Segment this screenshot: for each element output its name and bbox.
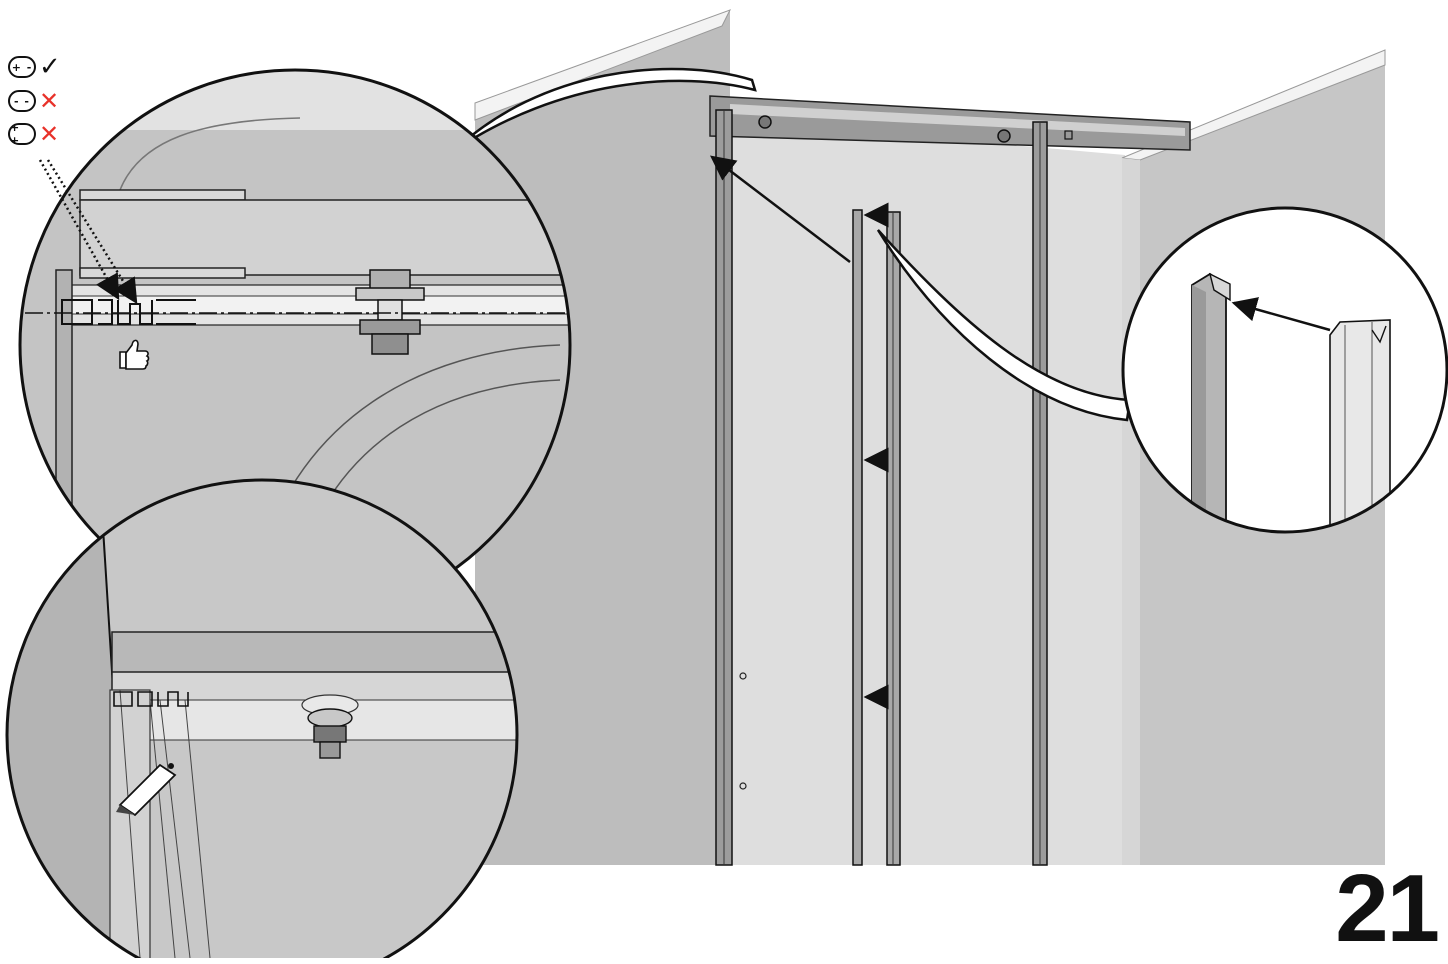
check-icon: ✓ [39,52,61,82]
top-rail [709,95,1191,151]
pencil-icon [116,763,177,817]
polarity-badge: + + [8,121,36,147]
callout-wedge-right [876,229,1132,422]
nut [301,694,359,759]
polarity-badge: - - [8,90,36,112]
arrow-icon [710,155,851,263]
bolt [355,269,425,355]
glass-profile [1032,121,1048,866]
right-wall-side [1122,158,1140,865]
legend-item-correct: + - ✓ [8,54,61,80]
back-glass [730,120,1125,865]
wall-profile [715,109,733,866]
pointer-line [38,159,120,301]
step-number: 21 [1335,855,1440,962]
rail-screw [758,115,772,129]
thumbs-up-icon [119,339,150,370]
door-seal-strip [852,209,901,866]
left-wall-top [474,9,732,121]
polarity-badge: + - [8,56,36,78]
legend-item-wrong: - - ✕ [8,88,59,114]
cross-icon: ✕ [39,120,60,148]
glass-hole [739,782,747,790]
legend-item-wrong: + + ✕ [8,121,59,147]
arrow-icon [1231,297,1331,332]
detail-bottom [5,478,519,958]
detail-right [1121,206,1448,534]
glass-hole [739,672,747,680]
rail-screw [997,129,1011,143]
callout-wedge-top [454,67,757,152]
cross-icon: ✕ [39,87,60,115]
